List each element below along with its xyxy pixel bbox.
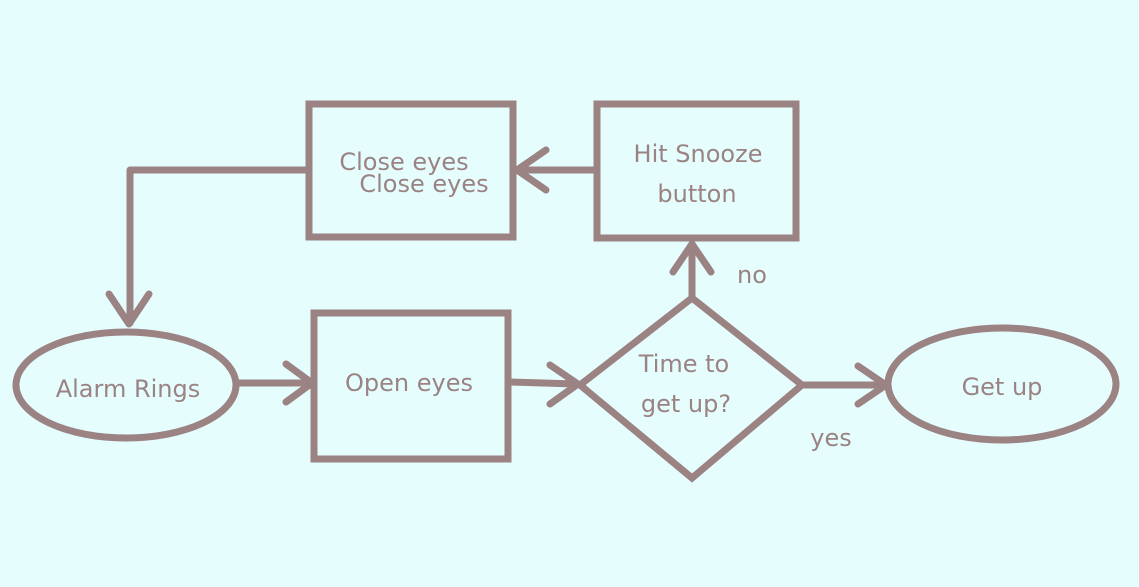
time-to-get-up-diamond [574,293,808,483]
edge-decision-to-snooze [669,240,715,300]
node-time-to-get-up: Time to get up? [574,293,808,483]
node-alarm-rings: Alarm Rings [12,328,240,442]
edge-decision-to-get-up-arrowhead [854,362,890,408]
edge-decision-to-snooze-arrowhead [669,240,715,276]
open-eyes-box [310,309,512,463]
edge-decision-to-get-up [800,362,890,408]
alarm-rings-label: Alarm Rings [56,375,201,403]
edge-label-yes: yes [810,424,851,452]
edge-snooze-to-close-eyes [513,146,599,194]
edge-close-eyes-to-alarm [105,166,311,328]
hit-snooze-line2: button [657,180,736,208]
hit-snooze-box [593,100,800,242]
edge-alarm-to-open-eyes-arrowhead [282,360,316,406]
close-eyes-label: Close eyes [339,148,468,176]
edge-open-eyes-to-decision [506,361,582,408]
edge-close-eyes-to-alarm-line [126,166,311,327]
hit-snooze-line1: Hit Snooze [634,140,763,168]
edge-open-eyes-to-decision-arrowhead [546,361,582,408]
edge-alarm-to-open-eyes [234,360,316,406]
edge-label-no: no [737,261,767,289]
edge-open-eyes-to-decision-line [506,378,580,388]
time-to-get-up-line2: get up? [641,390,731,418]
node-close-eyes: Close eyes Close eyes [305,100,517,241]
edge-close-eyes-to-alarm-arrowhead [105,290,153,328]
edge-snooze-to-close-eyes-arrowhead [513,146,550,194]
open-eyes-label: Open eyes [345,369,473,397]
node-hit-snooze: Hit Snooze button [593,100,800,242]
close-eyes-label-duplicate: Close eyes [359,170,488,198]
node-get-up: Get up [884,324,1120,444]
get-up-label: Get up [962,373,1043,401]
time-to-get-up-line1: Time to [638,350,729,378]
node-open-eyes: Open eyes [310,309,512,463]
